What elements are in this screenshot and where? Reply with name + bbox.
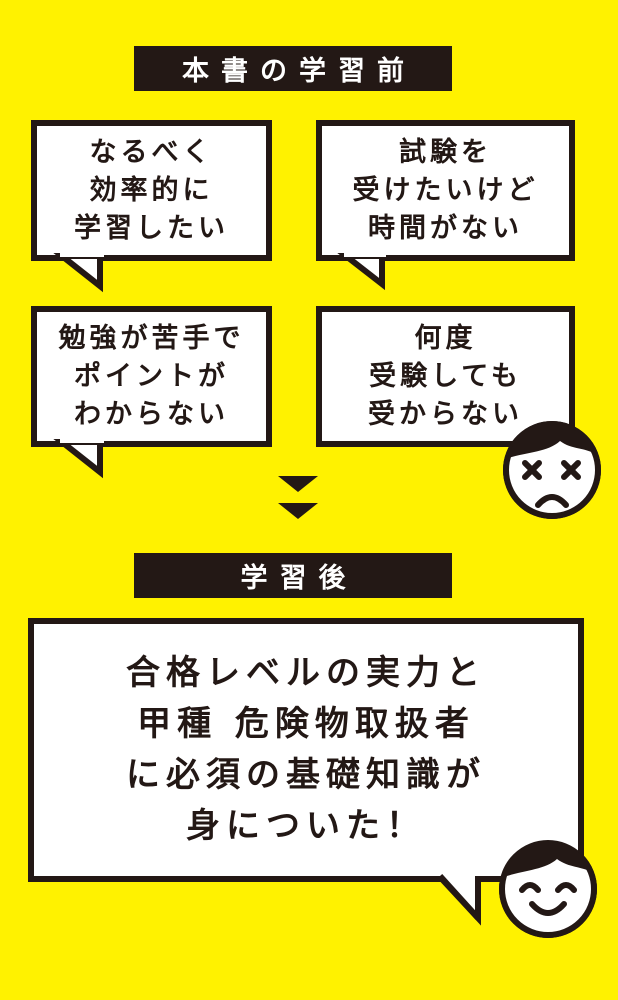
speech-bubble-efficient: なるべく 効率的に 学習したい (31, 120, 272, 261)
bubble-tail-b1 (53, 249, 104, 293)
label-before-study: 本書の学習前 (134, 46, 452, 91)
speech-bubble-result: 合格レベルの実力と 甲種 危険物取扱者 に必須の基礎知識が 身についた！ (28, 618, 584, 882)
bubble-text-efficient: なるべく 効率的に 学習したい (74, 136, 229, 244)
bubble-text-no-time: 試験を 受けたいけど 時間がない (352, 136, 539, 244)
bubble-text-bad-at-study: 勉強が苦手で ポイントが わからない (58, 322, 245, 430)
bubble-text-keep-failing: 何度 受験しても 受からない (368, 322, 523, 430)
bubble-tail-b2 (337, 249, 386, 291)
speech-bubble-bad-at-study: 勉強が苦手で ポイントが わからない (31, 306, 272, 447)
label-before-text: 本書の学習前 (182, 56, 416, 87)
bubble-tail-b3 (53, 435, 104, 479)
speech-bubble-keep-failing: 何度 受験しても 受からない (316, 306, 575, 447)
label-after-study: 学習後 (134, 553, 452, 598)
double-chevron-down-icon (278, 476, 318, 519)
bubble-text-result: 合格レベルの実力と 甲種 危険物取扱者 に必須の基礎知識が 身についた！ (126, 653, 486, 846)
label-after-text: 学習後 (240, 563, 358, 594)
speech-bubble-no-time: 試験を 受けたいけど 時間がない (316, 120, 575, 261)
